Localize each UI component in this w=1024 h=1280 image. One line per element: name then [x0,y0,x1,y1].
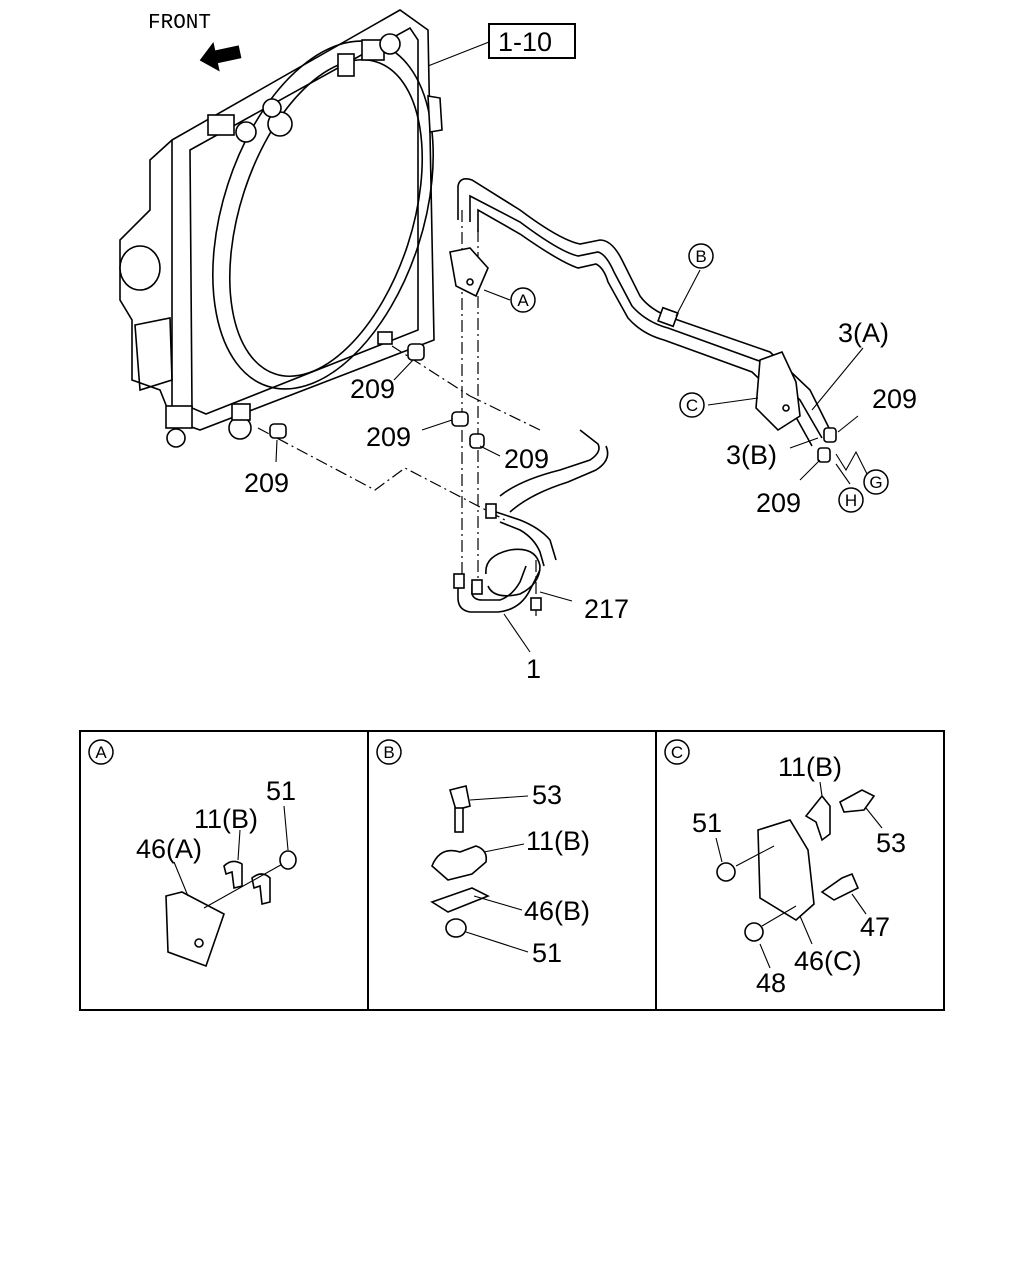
nut-51-icon [279,850,297,870]
radiator-shroud [119,9,443,448]
oil-cooler-pipe-1 [453,178,831,613]
label-53: 53 [532,780,562,810]
callout-3a: 3(A) [838,318,889,348]
circle-ref-b[interactable]: B [688,243,714,269]
callout-leaders [275,269,869,653]
panel-a-badge: A [88,739,114,765]
clamp-11b-icon [804,794,831,842]
bracket-46c-icon [757,819,815,921]
callout-209-e: 209 [872,384,917,414]
label-51: 51 [266,776,296,806]
panel-c-badge: C [664,739,690,765]
phantom-lines [257,210,541,620]
circle-ref-g[interactable]: G [863,469,889,495]
callout-1: 1 [526,654,541,684]
label-53: 53 [876,828,906,858]
label-46a: 46(A) [136,834,202,864]
bracket-46a-icon [165,891,225,968]
nut-51-icon [716,862,736,882]
leader-1-10 [427,41,490,67]
hose-clamp-icon [269,343,837,463]
svg-text:G: G [869,473,882,492]
label-11b: 11(B) [526,826,590,856]
label-48: 48 [756,968,786,998]
svg-text:B: B [695,247,706,266]
circle-ref-c[interactable]: C [679,392,705,418]
panel-b-badge: B [376,739,402,765]
front-arrow-icon [199,41,242,72]
svg-text:A: A [517,291,529,310]
label-11b: 11(B) [194,804,258,834]
detail-panel-b: B 53 11(B) 46(B) 51 [376,739,590,968]
label-47: 47 [860,912,890,942]
plate-46b-icon [430,887,490,913]
label-11b: 11(B) [778,752,842,782]
detail-panels [79,730,945,1011]
label-46c: 46(C) [794,946,862,976]
bracket-c [755,350,801,432]
svg-text:C: C [671,743,683,762]
label-46b: 46(B) [524,896,590,926]
detail-panel-c: C 11(B) 51 53 47 46(C) 48 [664,739,906,998]
label-51: 51 [692,808,722,838]
svg-text:1-10: 1-10 [498,27,552,57]
nut-51-icon [445,918,467,938]
svg-text:A: A [95,743,107,762]
svg-text:B: B [383,743,394,762]
callout-209-f: 209 [756,488,801,518]
bracket-a [449,247,489,298]
detail-panel-a: A 51 11(B) 46(A) [88,739,297,968]
clamp-b [657,306,679,328]
callout-209-c: 209 [504,444,549,474]
clamp-11b-icon [431,845,488,881]
bolt-53-icon [448,785,471,811]
ref-box-1-10[interactable]: 1-10 [488,23,576,59]
clamp-11b-icon [223,860,243,889]
callout-3b: 3(B) [726,440,777,470]
bolt-53-icon [838,789,876,813]
svg-text:C: C [686,396,698,415]
callout-217: 217 [584,594,629,624]
nut-48-icon [744,922,764,942]
callout-209-d: 209 [244,468,289,498]
label-51: 51 [532,938,562,968]
circle-ref-a[interactable]: A [510,287,536,313]
circle-ref-h[interactable]: H [838,487,864,513]
bolt-47-icon [820,872,860,901]
front-label: FRONT [148,12,211,35]
callout-209-a: 209 [350,374,395,404]
svg-text:H: H [845,491,857,510]
callout-209-b: 209 [366,422,411,452]
